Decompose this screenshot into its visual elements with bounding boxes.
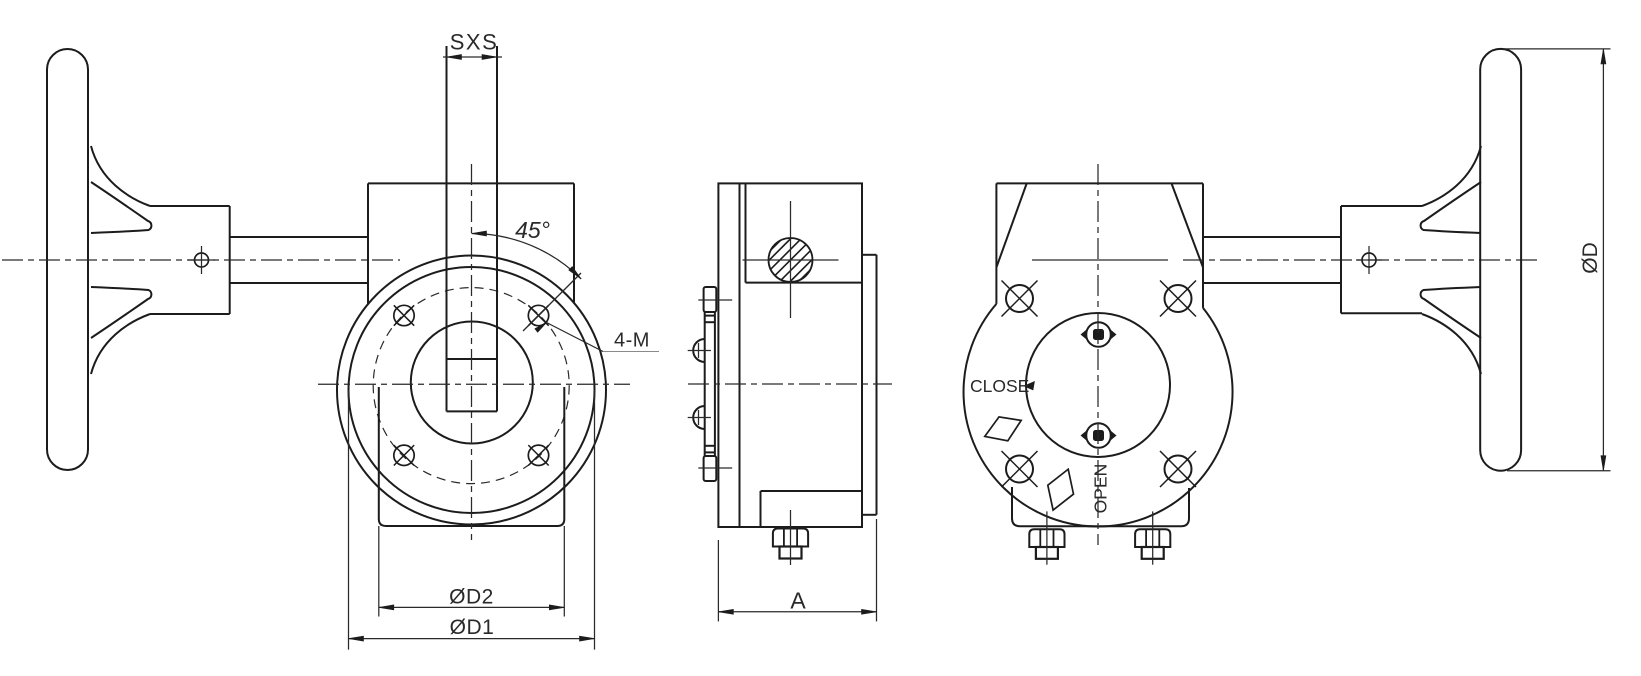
svg-text:ØD1: ØD1 [450, 616, 495, 639]
svg-text:A: A [790, 588, 806, 614]
svg-text:SXS: SXS [450, 30, 499, 55]
svg-text:ØD: ØD [1579, 242, 1602, 274]
svg-text:4-M: 4-M [614, 330, 650, 352]
svg-text:OPEN: OPEN [1091, 464, 1111, 514]
svg-text:45°: 45° [515, 217, 550, 243]
svg-text:CLOSE: CLOSE [970, 376, 1029, 396]
svg-text:ØD2: ØD2 [449, 586, 494, 609]
